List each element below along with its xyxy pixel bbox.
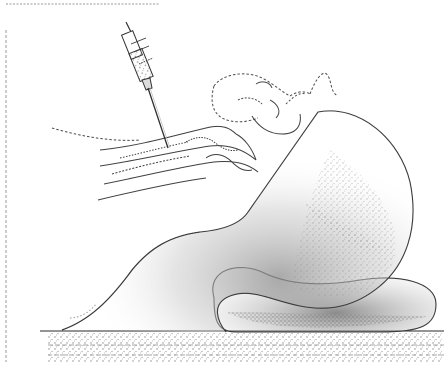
syringe-icon: [122, 22, 154, 90]
table-surface-icon: [40, 331, 444, 362]
face-features-icon: [238, 82, 306, 118]
